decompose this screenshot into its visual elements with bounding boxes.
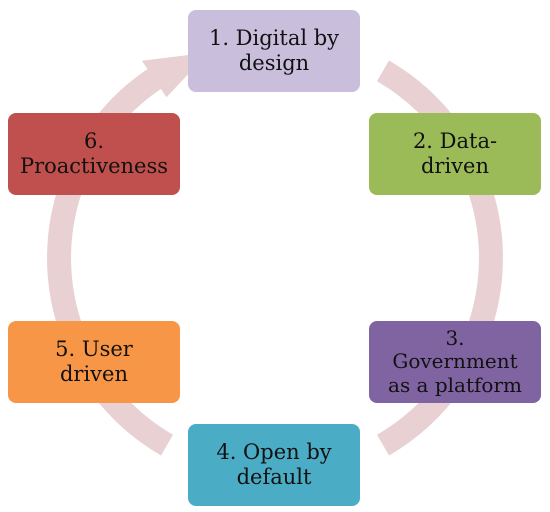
step-label: 2. Data- driven: [413, 129, 497, 179]
step-label: 3. Government as a platform: [388, 325, 522, 397]
step-proactiveness: 6. Proactiveness: [8, 113, 180, 195]
ring-arc: [468, 187, 503, 329]
step-label: 6. Proactiveness: [20, 129, 168, 179]
step-government-as-a-platform: 3. Government as a platform: [369, 321, 541, 403]
step-label-line: default: [236, 465, 312, 489]
step-label-line: Government: [392, 349, 518, 374]
ring-arc: [47, 187, 82, 329]
step-label-line: 3.: [445, 325, 465, 350]
step-digital-by-design: 1. Digital by design: [188, 10, 360, 92]
step-label-line: 4. Open by: [216, 439, 332, 464]
step-label-line: design: [238, 51, 310, 75]
step-label-line: 5. User: [55, 336, 133, 361]
step-label-line: as a platform: [388, 372, 522, 397]
step-open-by-default: 4. Open by default: [188, 424, 360, 506]
step-label-line: 2. Data-: [412, 128, 498, 153]
step-data-driven: 2. Data- driven: [369, 113, 541, 195]
step-label-line: 6.: [83, 128, 105, 153]
step-user-driven: 5. User driven: [8, 321, 180, 403]
step-label-line: driven: [59, 362, 128, 386]
step-label-line: Proactiveness: [19, 154, 169, 178]
step-label: 1. Digital by design: [209, 26, 339, 76]
step-label: 4. Open by default: [216, 440, 331, 490]
step-label: 5. User driven: [55, 337, 133, 387]
step-label-line: driven: [420, 154, 489, 178]
step-label-line: 1. Digital by: [208, 25, 340, 50]
